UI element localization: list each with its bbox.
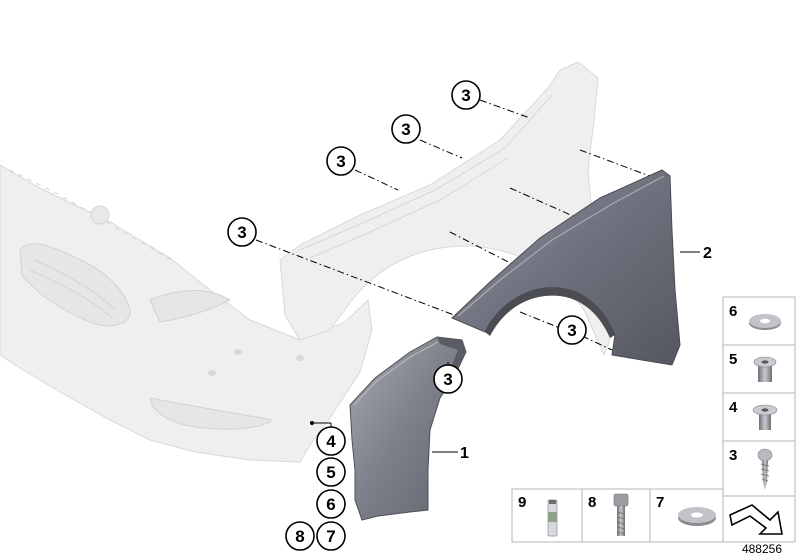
- svg-text:5: 5: [326, 463, 335, 482]
- callout-stack-6: 6: [316, 489, 346, 519]
- legend-bottom-row: 9 8 7: [511, 488, 796, 543]
- callout-stack-7: 7: [316, 521, 346, 551]
- svg-text:3: 3: [729, 447, 737, 464]
- svg-text:3: 3: [461, 86, 470, 105]
- callout-stack-8: 8: [285, 521, 315, 551]
- svg-text:5: 5: [729, 351, 737, 368]
- svg-text:3: 3: [401, 120, 410, 139]
- ghost-assembly: [0, 61, 611, 463]
- tube-icon: [547, 499, 558, 537]
- svg-text:6: 6: [326, 495, 335, 514]
- hex-bolt-icon: [613, 493, 629, 536]
- svg-text:8: 8: [295, 527, 304, 546]
- callout-clip-top-1: 3: [451, 80, 481, 110]
- svg-text:3: 3: [237, 223, 246, 242]
- label-part-1: 1: [460, 445, 469, 462]
- svg-text:3: 3: [336, 152, 345, 171]
- fender-ghost: [279, 61, 611, 357]
- reference-number: 488256: [742, 542, 782, 556]
- svg-text:3: 3: [567, 321, 576, 340]
- vent-ghost: [149, 397, 274, 430]
- svg-text:7: 7: [656, 494, 664, 511]
- svg-text:3: 3: [443, 370, 452, 389]
- label-part-2: 2: [703, 245, 712, 262]
- svg-text:4: 4: [326, 432, 336, 451]
- expanding-nut-icon: [753, 356, 777, 382]
- callout-stack-5: 5: [316, 457, 346, 487]
- headlight-ghost: [149, 290, 232, 323]
- screw-icon: [757, 448, 773, 490]
- svg-text:7: 7: [326, 527, 335, 546]
- svg-text:6: 6: [729, 303, 737, 320]
- grille-ghost: [19, 243, 131, 327]
- callout-clip-rear: 3: [557, 315, 587, 345]
- legend-right-column: 6 5 4 3: [722, 296, 796, 497]
- rivet-nut-icon: [752, 404, 778, 430]
- washer-icon: [749, 314, 781, 330]
- callout-clip-mid: 3: [227, 217, 257, 247]
- direction-arrow-icon: [729, 504, 783, 535]
- callout-clip-top-3: 3: [326, 146, 356, 176]
- svg-text:9: 9: [518, 494, 526, 511]
- svg-text:8: 8: [588, 494, 596, 511]
- callout-clip-top-2: 3: [391, 114, 421, 144]
- callout-clip-front: 3: [433, 364, 463, 394]
- washer-icon: [678, 507, 716, 526]
- callout-stack-4: 4: [316, 426, 346, 456]
- svg-text:4: 4: [729, 399, 738, 416]
